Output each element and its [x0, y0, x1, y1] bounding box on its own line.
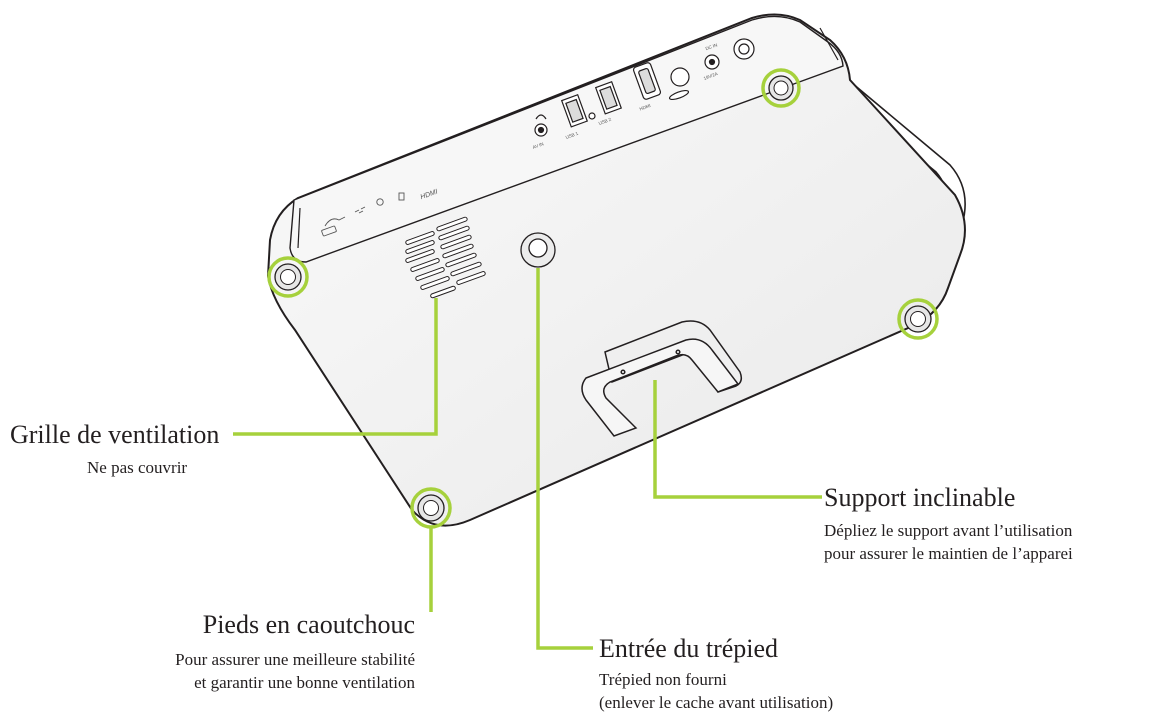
callout-stand-title: Support inclinable: [824, 483, 1016, 512]
callout-ventilation-title: Grille de ventilation: [10, 420, 220, 449]
label-dc-in: DC IN: [705, 42, 718, 51]
callout-feet-title: Pieds en caoutchouc: [202, 610, 415, 639]
ventilation-grille: [405, 216, 486, 299]
callout-feet-note-1: Pour assurer une meilleure stabilité: [175, 650, 415, 669]
label-hdmi: HDMI: [639, 103, 652, 112]
leader-tripod: [536, 268, 593, 650]
callout-ventilation-note: Ne pas couvrir: [87, 458, 188, 477]
leader-stand: [653, 380, 822, 499]
callout-stand-note-1: Dépliez le support avant l’utilisation: [824, 521, 1073, 540]
callout-ventilation: Grille de ventilation Ne pas couvrir: [10, 420, 219, 479]
callout-stand-note-2: pour assurer le maintien de l’apparei: [824, 544, 1073, 563]
label-usb1: USB 1: [565, 131, 579, 140]
callout-tripod-title: Entrée du trépied: [599, 634, 779, 663]
callout-tripod-note-1: Trépied non fourni: [599, 670, 727, 689]
callout-tripod: Entrée du trépied Trépied non fourni (en…: [599, 634, 833, 714]
rubber-foot: [897, 298, 939, 340]
rubber-foot: [761, 68, 801, 108]
callout-tripod-note-2: (enlever le cache avant utilisation): [599, 693, 834, 712]
label-dc-in-rating: 19V/2A: [703, 71, 719, 81]
rubber-foot: [267, 256, 309, 298]
tripod-socket: [520, 232, 556, 268]
callout-feet-note-2: et garantir une bonne ventilation: [194, 673, 415, 692]
callout-feet: Pieds en caoutchouc Pour assurer une mei…: [175, 610, 415, 694]
rear-ports: [534, 38, 755, 137]
control-button: [670, 67, 690, 87]
leader-lines: [233, 268, 822, 650]
card-slot: [668, 89, 690, 101]
rear-logos: [321, 192, 405, 237]
label-av-in: AV IN: [532, 141, 544, 150]
rubber-feet: [267, 68, 939, 529]
rubber-foot: [410, 487, 452, 529]
leader-vent: [233, 298, 438, 436]
tilt-stand: [581, 320, 743, 437]
callout-stand: Support inclinable Dépliez le support av…: [824, 483, 1073, 565]
label-usb2: USB 2: [598, 117, 612, 126]
